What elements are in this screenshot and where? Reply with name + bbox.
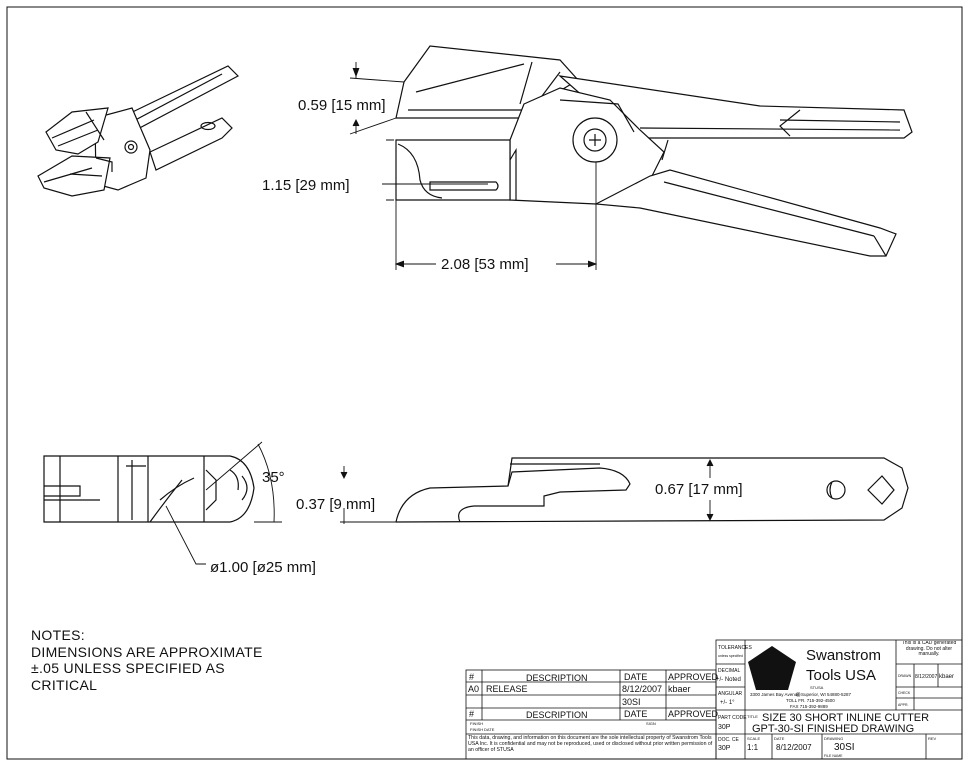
date-label: DATE	[774, 736, 785, 741]
doc-code: 30P	[718, 745, 731, 752]
bottom-view	[43, 455, 909, 523]
dim-tip-thickness: 0.37 [9 mm]	[296, 496, 375, 513]
rev-date-label-2: DATE	[484, 727, 495, 732]
rev-row-date: 8/12/2007	[622, 684, 662, 694]
legal-notice-box: This data, drawing, and information on t…	[468, 735, 713, 753]
company-fax: FAX 715-392-9889	[790, 704, 828, 709]
rev-row-description: RELEASE	[486, 684, 528, 694]
company-abbr: STUSA	[810, 685, 824, 690]
revision-table	[465, 669, 717, 760]
decimal-value: +/- Noted	[716, 677, 741, 683]
dim-jaw-length: 1.15 [29 mm]	[262, 177, 350, 194]
drawn-label: DRAWN	[898, 674, 912, 678]
rev-header2-description: DESCRIPTION	[526, 710, 588, 720]
date-value: 8/12/2007	[776, 743, 812, 752]
notes-line-1: DIMENSIONS ARE APPROXIMATE	[31, 643, 263, 660]
revision-table-text: # DESCRIPTION DATE APPROVED A0 RELEASE 8…	[468, 672, 719, 732]
angular-label: ANGULAR	[718, 691, 743, 697]
file-name-label: FILE NAME	[824, 754, 843, 758]
dimension-labels: 0.59 [15 mm] 1.15 [29 mm] 2.08 [53 mm] 3…	[210, 97, 770, 576]
drawing-title-line1: SIZE 30 SHORT INLINE CUTTER	[762, 712, 929, 724]
cad-notice-box: This is a CAD generated drawing. Do not …	[901, 641, 957, 657]
rev-label: REV	[928, 736, 937, 741]
rev-header2-date: DATE	[624, 709, 647, 719]
drawing-notes: NOTES: DIMENSIONS ARE APPROXIMATE ±.05 U…	[31, 627, 263, 693]
company-name-line1: Swanstrom	[806, 647, 881, 664]
rev-finish-label-2: FINISH	[470, 727, 483, 732]
isometric-view	[37, 65, 239, 197]
dim-jaw-to-pivot: 2.08 [53 mm]	[441, 256, 529, 273]
drawing-number-label: DRAWING	[824, 736, 843, 741]
rev-header-date: DATE	[624, 672, 647, 682]
scale-value: 1:1	[747, 743, 759, 752]
rev-header2-approved: APPROVED	[668, 709, 719, 719]
legal-notice: This data, drawing, and information on t…	[468, 735, 713, 753]
tolerances-label: TOLERANCES	[718, 645, 752, 651]
dimension-lines	[165, 62, 714, 565]
appr-label: APPR.	[898, 703, 909, 707]
dim-cut-diameter: ø1.00 [ø25 mm]	[210, 559, 316, 576]
decimal-label: DECIMAL	[718, 668, 740, 674]
logo-registered: ®	[796, 692, 801, 699]
cad-notice: This is a CAD generated drawing. Do not …	[901, 641, 957, 657]
notes-line-3: CRITICAL	[31, 676, 98, 693]
part-code-label: PART CODE	[718, 715, 747, 721]
title-block-text: TOLERANCES unless specified DECIMAL +/- …	[716, 641, 957, 758]
drawing-title-line2: GPT-30-SI FINISHED DRAWING	[752, 723, 914, 735]
company-logo	[748, 646, 796, 690]
part-code: 30P	[718, 724, 731, 731]
rev-header-num: #	[469, 672, 474, 682]
dim-blade-angle: 35°	[262, 469, 285, 486]
title-label: TITLE	[747, 714, 758, 719]
rev-finish-label: FINISH	[470, 721, 483, 726]
rev-header-description: DESCRIPTION	[526, 673, 588, 683]
rev-row-num: A0	[468, 684, 479, 694]
drawn-date: 8/12/2007	[915, 674, 937, 680]
company-address: 3300 James Bay Avenue Superior, WI 54880…	[750, 692, 851, 697]
dim-body-thickness: 0.67 [17 mm]	[655, 481, 743, 498]
side-view	[395, 45, 913, 257]
scale-label: SCALE	[747, 736, 760, 741]
rev-row-approved: kbaer	[668, 684, 691, 694]
rev-row2-date: 30SI	[622, 697, 641, 707]
rev-sign-label: SIGN	[646, 721, 656, 726]
title-block	[715, 639, 963, 760]
company-name-line2: Tools USA	[806, 667, 876, 684]
rev-header2-num: #	[469, 709, 474, 719]
check-label: CHECK	[898, 691, 911, 695]
angular-value: +/- 1°	[720, 700, 735, 706]
tolerances-sub: unless specified	[718, 654, 743, 658]
dim-jaw-height: 0.59 [15 mm]	[298, 97, 386, 114]
drawn-by: kbaer	[939, 674, 954, 680]
company-phone: TOLL FR. 715-392-4500	[786, 698, 835, 703]
drawing-number: 30SI	[834, 742, 855, 753]
notes-heading: NOTES:	[31, 627, 85, 643]
rev-header-approved: APPROVED	[668, 672, 719, 682]
doc-code-label: DOC. CE	[718, 737, 740, 743]
notes-line-2: ±.05 UNLESS SPECIFIED AS	[31, 660, 225, 676]
